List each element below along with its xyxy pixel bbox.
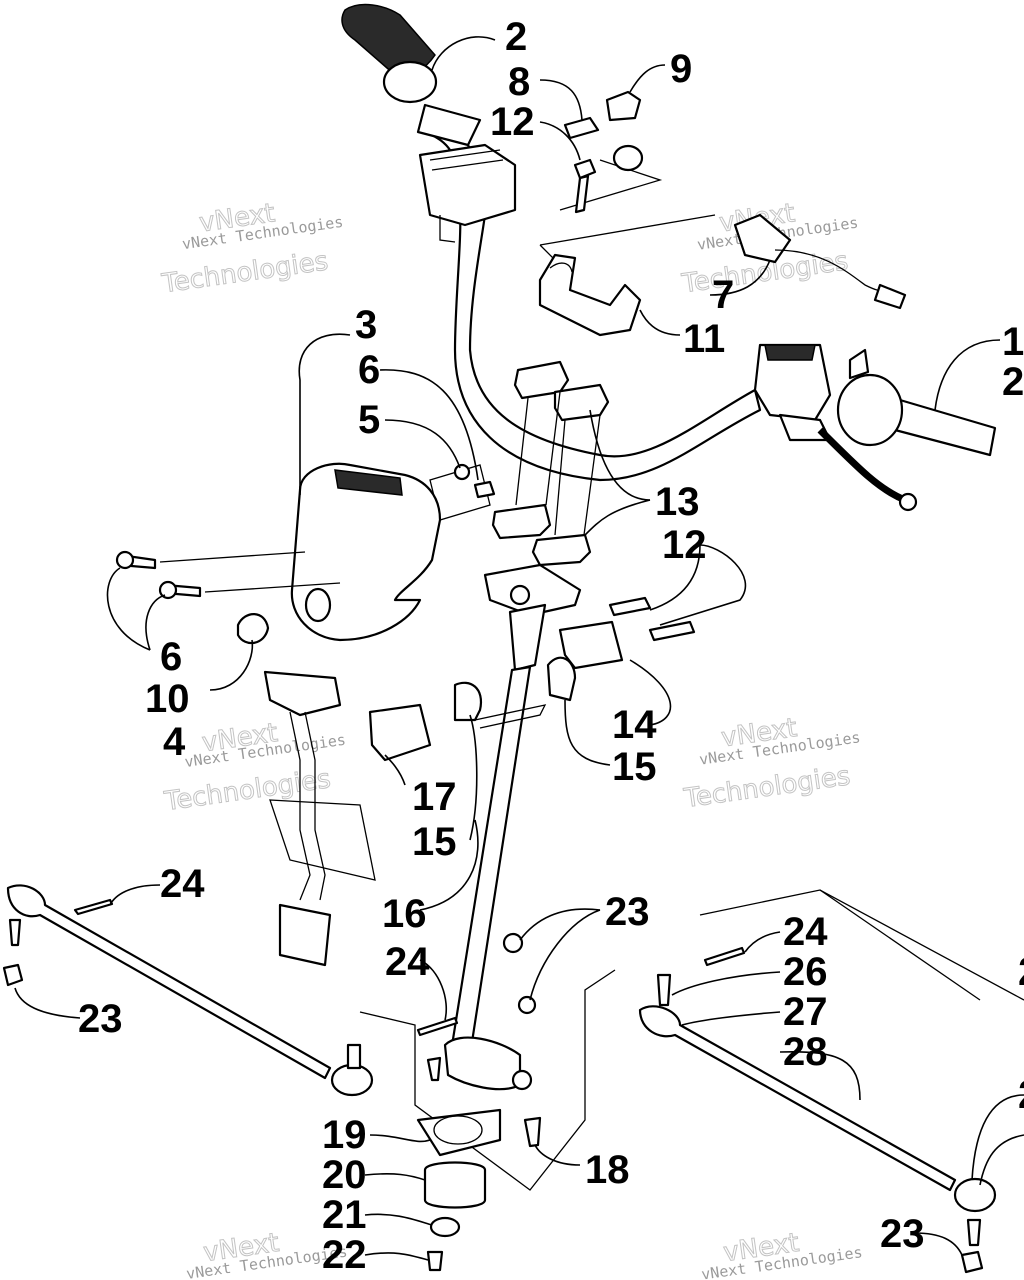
- callout-13: 13: [655, 480, 700, 524]
- svg-text:Technologies: Technologies: [159, 246, 330, 299]
- callout-27: 27: [783, 990, 828, 1034]
- callout-9: 9: [670, 47, 692, 91]
- callout-11: 11: [683, 317, 725, 361]
- harness-4: [263, 670, 376, 967]
- ignition-switch: [733, 213, 907, 310]
- handlebar: [341, 3, 997, 512]
- callout-15b: 15: [412, 820, 457, 864]
- callout-12a: 12: [490, 100, 535, 144]
- callout-23c: 23: [880, 1212, 925, 1256]
- bracket-11: [538, 253, 642, 337]
- callout-6a: 6: [358, 348, 380, 392]
- callout-16: 16: [382, 892, 427, 936]
- callout-22: 22: [322, 1233, 367, 1277]
- screws: [115, 463, 496, 600]
- svg-text:Technologies: Technologies: [682, 761, 853, 814]
- callout-23a: 23: [605, 890, 650, 934]
- callout-8: 8: [508, 60, 530, 104]
- clamps-lower: [368, 620, 624, 762]
- callout-4: 4: [163, 720, 186, 764]
- hand-guard-3: [290, 462, 442, 642]
- callout-24b: 24: [385, 940, 430, 984]
- callout-2b: 2: [1002, 360, 1024, 404]
- callout-2-edge-lower: 2: [1018, 1073, 1024, 1117]
- callout-21: 21: [322, 1193, 367, 1237]
- watermark-top-left: vNext vNext Technologies Technologies: [159, 198, 344, 300]
- callout-23b: 23: [78, 997, 123, 1041]
- callout-17: 17: [412, 775, 457, 819]
- bolt-12-top: [573, 158, 597, 214]
- svg-text:Technologies: Technologies: [162, 764, 333, 817]
- callout-2-edge-upper: 2: [1018, 950, 1024, 994]
- callout-14: 14: [612, 703, 657, 747]
- bolts-12-lower: [608, 596, 696, 642]
- steering-post: [443, 563, 582, 1091]
- leader-lines: [14, 36, 1024, 1261]
- clamp-caps: [491, 360, 610, 567]
- callout-7: 7: [712, 273, 734, 317]
- callout-2a: 2: [505, 15, 527, 59]
- callout-15a: 15: [612, 745, 657, 789]
- decal-10: [236, 613, 270, 645]
- tie-rod-left: [2, 884, 459, 1097]
- callout-24c: 24: [783, 910, 828, 954]
- callout-10: 10: [145, 677, 190, 721]
- tie-rod-right: [638, 946, 997, 1274]
- callout-18: 18: [585, 1148, 630, 1192]
- callout-26: 26: [783, 950, 828, 994]
- callout-1: 1: [1002, 320, 1024, 364]
- callout-6b: 6: [160, 635, 182, 679]
- callout-28: 28: [783, 1030, 828, 1074]
- callout-24a: 24: [160, 862, 205, 906]
- callout-12b: 12: [662, 523, 707, 567]
- callout-20: 20: [322, 1153, 367, 1197]
- bearing-stack: [416, 932, 542, 1272]
- watermark-mid-right: vNext vNext Technologies Technologies: [681, 713, 861, 815]
- key-switch: [563, 90, 644, 172]
- callout-19: 19: [322, 1113, 367, 1157]
- watermark-bottom-right: vNext vNext Technologies: [700, 1227, 863, 1280]
- callout-3: 3: [355, 303, 377, 347]
- callout-5: 5: [358, 398, 380, 442]
